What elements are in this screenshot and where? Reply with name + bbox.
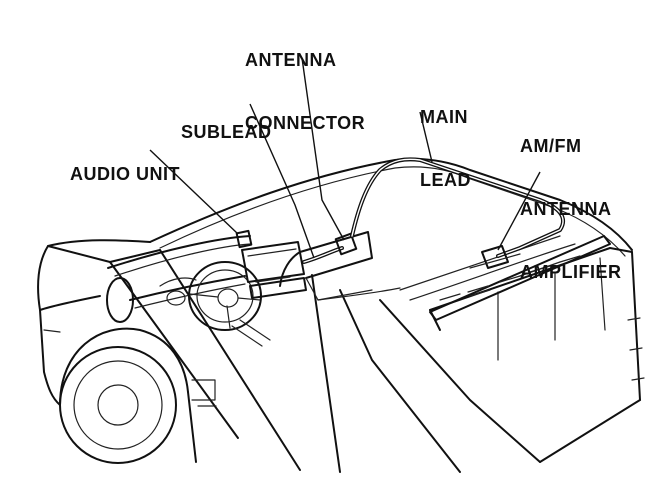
leader-lines [149, 57, 541, 259]
antenna-cabling [302, 157, 581, 301]
main-lead-label-line2: LEAD [420, 170, 471, 190]
main-lead-label-line1: MAIN [420, 107, 468, 127]
sublead-label-text: SUBLEAD [181, 122, 272, 142]
antenna-amplifier-label-line3: AMPLIFIER [520, 262, 622, 282]
antenna-amplifier-label: AM/FM ANTENNA AMPLIFIER [520, 94, 622, 325]
antenna-connector-label-line1: ANTENNA [245, 50, 337, 70]
sublead-label: SUBLEAD [181, 80, 272, 185]
audio-unit-component [235, 229, 307, 299]
antenna-amplifier-label-line2: ANTENNA [520, 199, 612, 219]
audio-unit-label-text: AUDIO UNIT [70, 164, 180, 184]
audio-unit-label: AUDIO UNIT [70, 122, 180, 227]
antenna-amplifier-label-line1: AM/FM [520, 136, 582, 156]
antenna-connector-label-line2: CONNECTOR [245, 113, 366, 133]
main-lead-label: MAIN LEAD [420, 65, 471, 233]
antenna-connector-label: ANTENNA CONNECTOR [245, 8, 365, 176]
